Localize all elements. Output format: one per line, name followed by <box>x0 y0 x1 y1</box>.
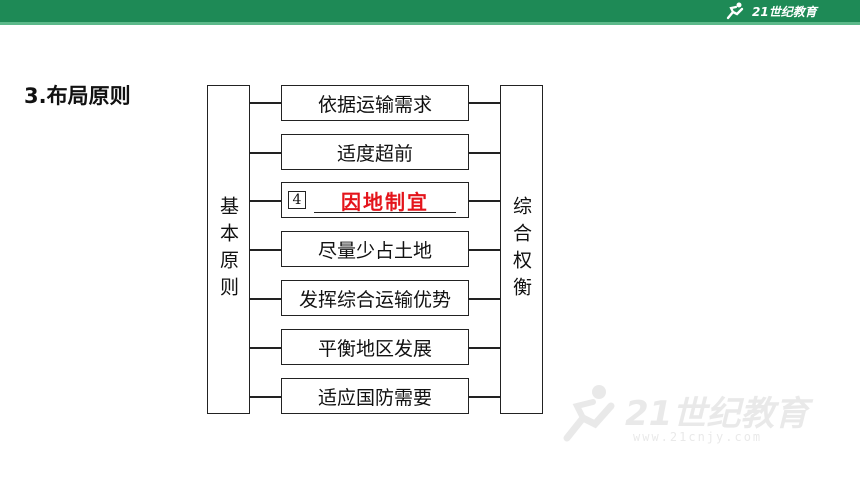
watermark-text: 21世纪教育 <box>625 394 809 434</box>
right-category-box: 综合权衡 <box>500 85 543 414</box>
watermark-runner-icon <box>563 385 615 442</box>
principle-item-2: 适度超前 <box>281 134 469 170</box>
connector-left-5 <box>250 298 281 300</box>
connector-left-6 <box>250 347 281 349</box>
watermark: 21世纪教育 www.21cnjy.com <box>555 380 855 460</box>
header-bar: 21世纪教育 <box>0 0 860 22</box>
connector-right-7 <box>469 396 500 398</box>
brand-logo: 21世纪教育 <box>722 0 860 22</box>
question-number-box: 4 <box>288 191 306 209</box>
left-category-label: 基本原则 <box>217 195 239 304</box>
answer-text: 因地制宜 <box>341 189 429 214</box>
connector-right-2 <box>469 152 500 154</box>
connector-left-2 <box>250 152 281 154</box>
answer-blank: 因地制宜 <box>314 185 456 215</box>
answer-underline <box>314 211 456 213</box>
connector-right-3 <box>469 200 500 202</box>
principle-item-1: 依据运输需求 <box>281 85 469 121</box>
left-category-box: 基本原则 <box>207 85 250 414</box>
watermark-url: www.21cnjy.com <box>633 430 763 444</box>
connector-left-1 <box>250 102 281 104</box>
runner-logo-icon <box>726 2 744 20</box>
header-stripe <box>0 22 860 25</box>
connector-right-1 <box>469 102 500 104</box>
connector-left-3 <box>250 200 281 202</box>
principle-item-6: 平衡地区发展 <box>281 329 469 365</box>
brand-logo-text: 21世纪教育 <box>752 4 817 19</box>
principle-item-7: 适应国防需要 <box>281 378 469 414</box>
section-title: 3.布局原则 <box>24 84 131 108</box>
connector-right-6 <box>469 347 500 349</box>
connector-left-4 <box>250 249 281 251</box>
right-category-label: 综合权衡 <box>510 195 532 304</box>
connector-left-7 <box>250 396 281 398</box>
principle-item-3: 4 因地制宜 <box>281 182 469 218</box>
principle-item-5: 发挥综合运输优势 <box>281 280 469 316</box>
principle-item-4: 尽量少占土地 <box>281 231 469 267</box>
connector-right-4 <box>469 249 500 251</box>
connector-right-5 <box>469 298 500 300</box>
